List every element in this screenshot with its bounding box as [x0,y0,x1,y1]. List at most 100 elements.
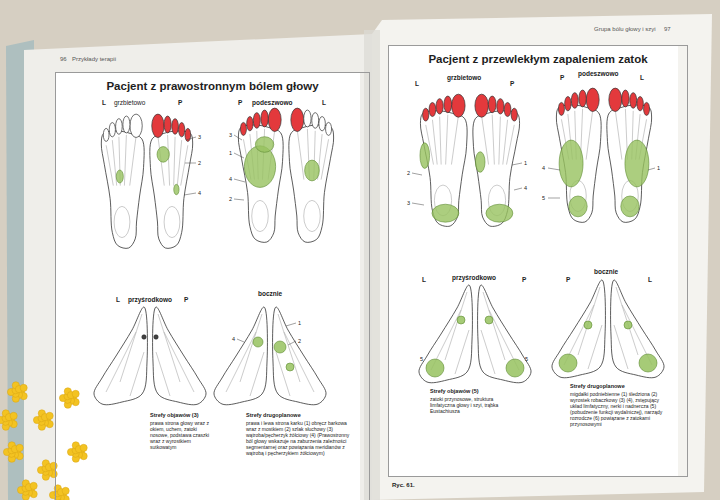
view-label: grzbietowo [447,74,481,82]
toe [429,102,436,116]
bone-line [578,287,600,355]
leader-line [234,199,244,200]
zone-patch [420,143,430,169]
callout-number: 4 [229,176,232,183]
heel-bone [252,200,269,231]
toe [423,108,429,121]
bone-line [586,110,593,159]
toe [247,117,253,131]
zone-text: Strefy objawów (3) [150,412,214,419]
zone-patch [559,140,583,187]
flower-bud [62,487,69,494]
foot-top-view [101,114,144,248]
bone-line [156,352,170,396]
callout-number: 4 [232,336,235,343]
bone-line [164,332,194,392]
toe [268,108,281,131]
foot-outline [552,280,605,378]
callout-number: 5 [420,356,423,363]
view-label: 96 [60,56,67,63]
zone-text: Strefy drugoplanowe [246,412,350,419]
callout-number: 1 [298,320,301,327]
bone-line [451,116,458,165]
foot-outline [150,131,193,248]
zone-patch [584,321,592,329]
toe [240,122,246,135]
toe [630,93,637,109]
view-label: bocznie [594,268,618,276]
foot-side-view [94,307,147,405]
callout-number: 2 [298,338,301,345]
view-label: L [116,296,120,304]
right-page [372,14,712,500]
bone-line [588,325,602,369]
bone-line [106,145,113,185]
foot-side-view [214,307,267,405]
zone-patch [506,359,524,377]
toe [558,102,564,115]
flower-bud [80,444,87,451]
zone-patch [174,184,179,194]
bone-line [507,125,515,165]
zone-patch [274,341,286,353]
bone-line [492,115,494,165]
zone-text: migdałki podniebienne (1) śledziona (2) … [570,391,670,427]
toe [123,116,130,133]
foot-side-view [478,285,531,383]
zone-patch [154,335,158,339]
bone-line [106,332,136,392]
toe [152,114,164,137]
view-label: podeszwowo [578,70,618,78]
zone-patch [639,354,657,372]
foot-outline [419,285,472,383]
callout-number: 3 [198,134,201,141]
foot-outline [420,111,467,227]
foot-side-view [419,285,472,383]
zone-patch [142,335,146,339]
heel-bone [164,206,180,237]
bone-line [130,352,144,396]
heel-bone [304,200,321,231]
toe [644,102,650,115]
zone-text: Strefy drugoplanowe [570,383,670,390]
foot-outline [473,111,520,227]
callout-number: 1 [229,150,232,157]
leader-lines [184,135,655,345]
panel-title: Pacjent z przewlekłym zapaleniem zatok [389,53,687,65]
foot-top-view [473,94,520,226]
foot-outline [214,307,267,405]
flower-bud [10,412,17,419]
leader-line [548,198,560,199]
right-panel-ground [388,45,678,477]
view-label: przyśrodkowo [128,296,172,304]
view-label: P [178,99,182,107]
bone-line [120,314,142,382]
foot-side-view [273,307,326,405]
view-label: Przykłady terapii [72,56,116,63]
leader-line [185,163,196,164]
view-label: L [322,99,326,107]
callout-number: 2 [229,196,232,203]
bone-line [445,292,467,360]
toe [504,102,511,116]
bone-line [168,135,170,186]
toe [571,93,578,109]
leader-line [186,137,196,140]
toe [319,117,325,131]
callout-number: 5 [542,195,545,202]
leader-line [184,193,196,195]
view-label: P [560,74,564,82]
bone-line [481,330,495,374]
toe [304,110,311,127]
toe [116,119,123,135]
toe [179,123,185,137]
zone-patch [244,146,275,188]
foot-outline [101,131,144,248]
callout-number: 2 [198,160,201,167]
toe [130,114,142,137]
foot-outline [556,105,601,222]
view-label: P [184,296,188,304]
view-label: podeszwowo [252,99,292,107]
view-label: L [102,99,106,107]
